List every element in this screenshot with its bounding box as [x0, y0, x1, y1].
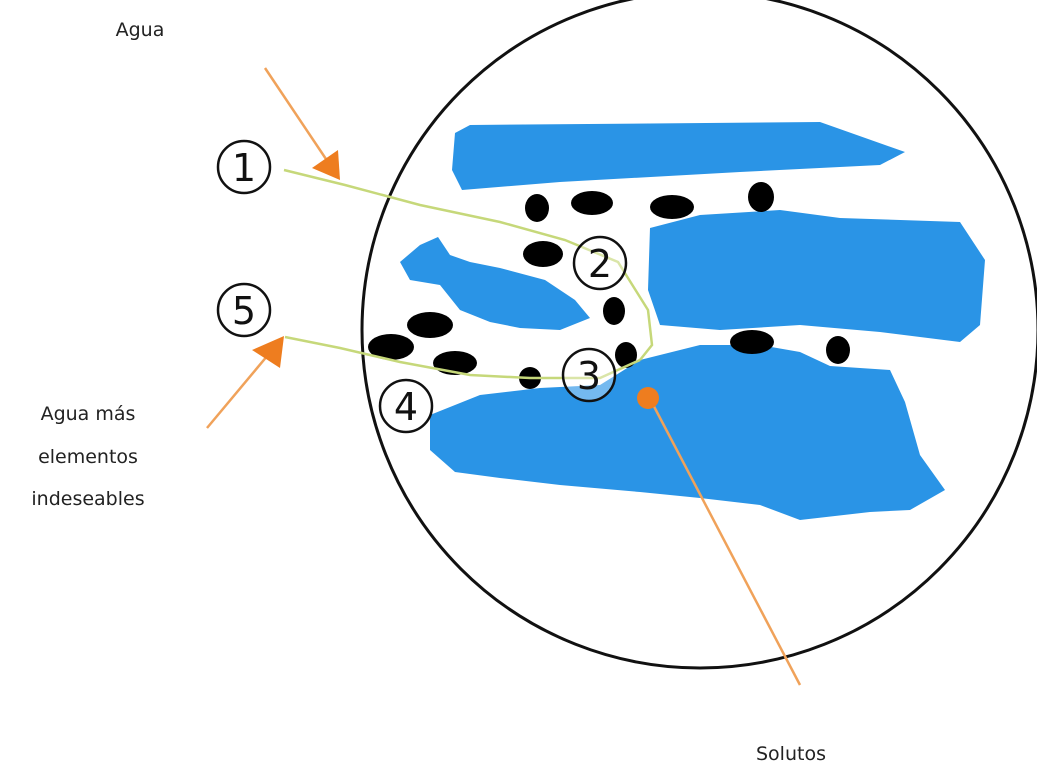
- step-marker-4: 4: [380, 380, 432, 432]
- step-number: 2: [588, 242, 612, 286]
- fiber-top: [452, 122, 905, 190]
- particle: [525, 194, 549, 222]
- water-out-label-line1: Agua más: [41, 403, 136, 425]
- water-in-arrow-head: [312, 150, 340, 180]
- fiber-right-upper: [648, 210, 985, 342]
- particle: [650, 195, 694, 219]
- water-in-arrow-shaft: [265, 68, 330, 165]
- step-marker-5: 5: [218, 284, 270, 336]
- particle: [748, 182, 774, 212]
- soil-fibers: [400, 122, 985, 520]
- water-out-arrow-shaft: [207, 355, 268, 428]
- step-number: 5: [232, 289, 256, 333]
- particle: [523, 241, 563, 267]
- step-marker-2: 2: [574, 237, 626, 289]
- fiber-bottom: [430, 345, 945, 520]
- step-number: 3: [577, 354, 601, 398]
- particle: [571, 191, 613, 215]
- step-number: 4: [394, 385, 418, 429]
- water-out-label-line2: elementos: [38, 446, 138, 468]
- step-marker-1: 1: [218, 141, 270, 193]
- particle: [826, 336, 850, 364]
- water-out-label-line3: indeseables: [31, 488, 144, 510]
- step-marker-3: 3: [563, 349, 615, 401]
- water-out-arrow-head: [252, 336, 284, 368]
- water-in-label: Agua: [116, 19, 165, 41]
- particle: [730, 330, 774, 354]
- particle: [603, 297, 625, 325]
- solutes-arrow-dot: [637, 387, 659, 409]
- step-number: 1: [232, 146, 256, 190]
- particle: [407, 312, 453, 338]
- solutes-label: Solutos: [756, 743, 826, 765]
